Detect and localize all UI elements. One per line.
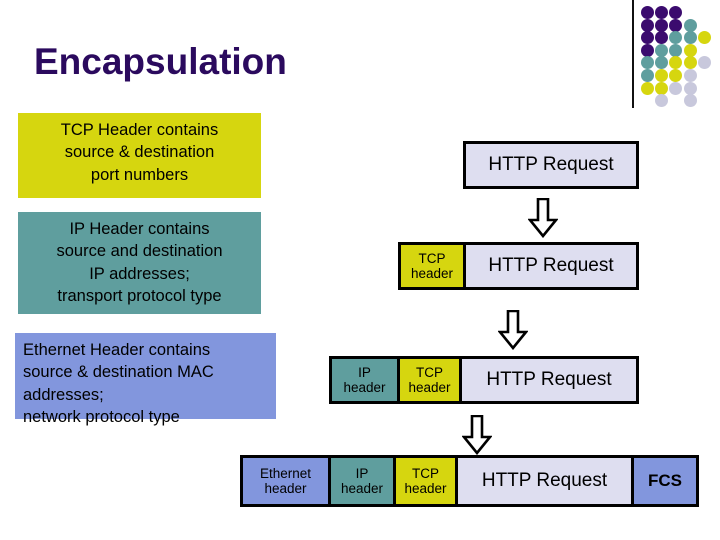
decorative-dot: [683, 43, 697, 57]
explanation-line: source & destination: [64, 143, 215, 162]
packet-row-datalink: Ethernet header IP header TCP header HTT…: [240, 455, 699, 507]
segment-label: TCP header: [404, 466, 446, 496]
explanation-box-ip: IP Header contains source and destinatio…: [18, 212, 261, 314]
segment-label: HTTP Request: [481, 470, 608, 492]
segment-label-line1: Ethernet: [259, 465, 312, 481]
segment-label-line2: header: [264, 481, 307, 496]
decorative-dot: [641, 18, 654, 32]
decorative-dot: [641, 81, 654, 95]
segment-label: IP header: [343, 365, 385, 395]
decorative-dot: [655, 31, 669, 45]
decorative-dot: [655, 56, 669, 70]
decorative-dot: [655, 43, 669, 57]
packet-segment-ip-header: IP header: [328, 458, 393, 504]
segment-label-line2: header: [340, 481, 384, 496]
decorative-dot: [683, 81, 697, 95]
decorative-dot: [683, 56, 697, 70]
decorative-dot: [669, 31, 683, 45]
segment-label-line1: IP: [355, 465, 369, 481]
segment-label-line1: TCP: [411, 465, 439, 481]
decorative-dot: [641, 31, 654, 45]
page-title: Encapsulation: [34, 41, 287, 82]
decorative-dot: [669, 43, 683, 57]
packet-segment-tcp-header: TCP header: [393, 458, 455, 504]
decorative-dot: [683, 31, 697, 45]
packet-segment-fcs: FCS: [631, 458, 696, 504]
segment-label-line2: header: [408, 380, 451, 395]
segment-label-line1: TCP: [418, 250, 446, 266]
decorative-dot: [641, 56, 654, 70]
explanation-box-ethernet: Ethernet Header contains source & destin…: [15, 333, 276, 426]
packet-segment-tcp-header: TCP header: [401, 245, 463, 287]
decorative-dot: [669, 6, 683, 19]
segment-label: Ethernet header: [260, 466, 311, 496]
explanation-line: Ethernet Header contains: [23, 341, 211, 359]
packet-segment-ethernet-header: Ethernet header: [243, 458, 328, 504]
segment-label-line1: TCP: [415, 364, 443, 380]
segment-label-line2: header: [404, 481, 447, 496]
decorative-dot: [669, 69, 683, 82]
packet-segment-ip-header: IP header: [332, 359, 397, 401]
segment-label: IP header: [341, 466, 383, 496]
decorative-dot: [655, 18, 669, 32]
decorative-dot: [655, 81, 669, 95]
decorative-dot: [655, 69, 669, 82]
decorative-dot: [669, 81, 683, 95]
decorative-dot: [697, 31, 711, 45]
decorative-dot: [641, 69, 654, 82]
arrow-down-icon: [461, 414, 493, 460]
segment-label: FCS: [648, 471, 682, 491]
explanation-line: IP Header contains: [69, 220, 210, 238]
decorative-dot: [669, 56, 683, 70]
segment-label: HTTP Request: [488, 255, 614, 277]
segment-label: HTTP Request: [488, 154, 614, 176]
arrow-down-icon: [527, 197, 559, 243]
explanation-box-tcp: TCP Header contains source & destination…: [18, 113, 261, 198]
segment-label-line2: header: [343, 380, 386, 395]
explanation-line: TCP Header contains: [60, 121, 219, 139]
packet-row-transport: TCP header HTTP Request: [398, 242, 639, 290]
packet-segment-http-request: HTTP Request: [455, 458, 631, 504]
packet-row-network: IP header TCP header HTTP Request: [329, 356, 639, 404]
packet-segment-http-request: HTTP Request: [466, 144, 636, 186]
header-divider-line: [632, 0, 634, 108]
explanation-line: source & destination MAC: [23, 363, 214, 382]
decorative-dot: [683, 94, 697, 108]
arrow-down-icon: [497, 309, 529, 355]
segment-label: HTTP Request: [486, 369, 612, 391]
explanation-line: port numbers: [90, 165, 189, 184]
segment-label: TCP header: [408, 365, 450, 395]
packet-segment-http-request: HTTP Request: [463, 245, 636, 287]
decorative-dot: [697, 56, 711, 70]
decorative-dot: [655, 6, 669, 19]
decorative-dot: [683, 18, 697, 32]
segment-label-line2: header: [410, 266, 454, 281]
decorative-dot: [683, 69, 697, 82]
decorative-dot: [641, 43, 654, 57]
decorative-dot: [641, 6, 654, 19]
decorative-dot-grid: [641, 6, 720, 108]
segment-label: TCP header: [411, 251, 453, 281]
packet-segment-tcp-header: TCP header: [397, 359, 459, 401]
decorative-dot: [669, 18, 683, 32]
packet-segment-http-request: HTTP Request: [459, 359, 636, 401]
explanation-line: addresses;: [23, 385, 104, 404]
explanation-line: transport protocol type: [57, 286, 222, 305]
packet-row-application: HTTP Request: [463, 141, 639, 189]
explanation-line: IP addresses;: [89, 264, 190, 283]
segment-label-line1: IP: [358, 364, 371, 380]
explanation-line: network protocol type: [23, 407, 180, 426]
explanation-line: source and destination: [56, 242, 223, 261]
decorative-dot: [655, 94, 669, 108]
